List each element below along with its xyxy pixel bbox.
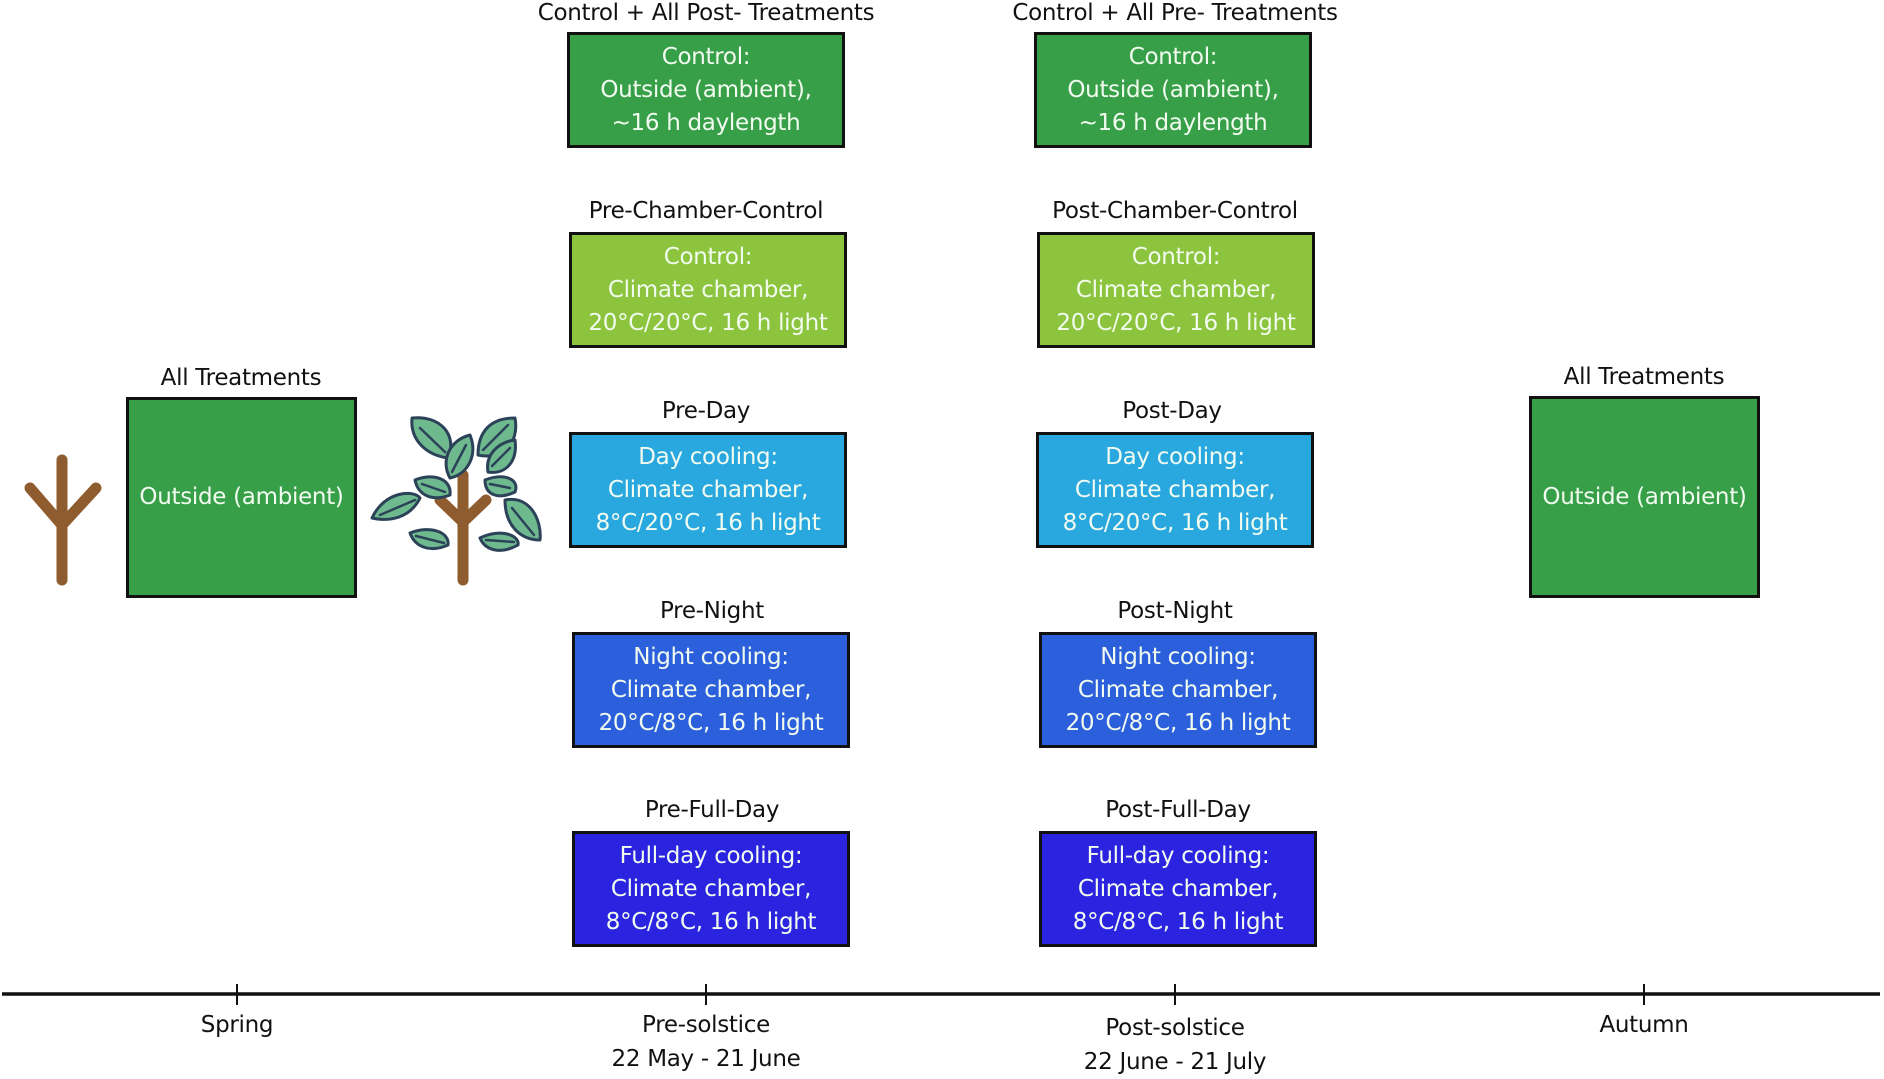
timeline-axis	[2, 984, 1880, 1005]
treatment-box-fullday: Full-day cooling: Climate chamber, 8°C/8°C…	[1039, 831, 1317, 947]
box-line: ~16 h daylength	[611, 109, 801, 136]
treatment-header: Control + All Post- Treatments	[537, 0, 875, 26]
box-line: 8°C/8°C, 16 h light	[605, 908, 817, 935]
box-line: Full-day cooling:	[619, 842, 803, 869]
treatment-box-day: Day cooling: Climate chamber, 8°C/20°C, 16…	[569, 432, 847, 548]
start-outside-box: Outside (ambient)	[126, 397, 357, 598]
timeline-dates: 22 June - 21 July	[1083, 1049, 1267, 1075]
box-line: Outside (ambient)	[139, 484, 344, 510]
box-line: Climate chamber,	[610, 875, 812, 902]
box-line: Control:	[661, 43, 751, 70]
box-line: Climate chamber,	[1077, 875, 1279, 902]
treatment-box-chamber: Control: Climate chamber, 20°C/20°C, 16 h …	[569, 232, 847, 348]
treatment-box-night: Night cooling: Climate chamber, 20°C/8°C, …	[1039, 632, 1317, 748]
timeline-label-post-solstice: Post-solstice 22 June - 21 July	[1083, 1011, 1267, 1079]
box-line: Day cooling:	[638, 443, 778, 470]
box-line: Climate chamber,	[1074, 476, 1276, 503]
box-line: Full-day cooling:	[1086, 842, 1270, 869]
treatment-box-fullday: Full-day cooling: Climate chamber, 8°C/8°C…	[572, 831, 850, 947]
timeline-period: Autumn	[1599, 1012, 1689, 1038]
treatment-box-chamber: Control: Climate chamber, 20°C/20°C, 16 h …	[1037, 232, 1315, 348]
box-line: Climate chamber,	[1077, 676, 1279, 703]
box-line: Outside (ambient),	[600, 76, 812, 103]
timeline-label-autumn: Autumn	[1599, 1008, 1688, 1042]
bare-branch-icon	[24, 454, 102, 586]
treatment-header: Control + All Pre- Treatments	[1012, 0, 1338, 26]
box-line: 20°C/20°C, 16 h light	[588, 309, 828, 336]
box-line: Outside (ambient)	[1542, 483, 1747, 510]
box-line: 8°C/8°C, 16 h light	[1072, 908, 1284, 935]
treatment-header: Post-Night	[1117, 598, 1233, 624]
box-line: Night cooling:	[1100, 643, 1256, 670]
timeline-period: Post-solstice	[1105, 1015, 1245, 1041]
box-line: Control:	[663, 243, 753, 270]
box-line: 20°C/8°C, 16 h light	[598, 709, 824, 736]
box-line: 20°C/8°C, 16 h light	[1065, 709, 1291, 736]
box-line: 8°C/20°C, 16 h light	[595, 509, 821, 536]
timeline-period: Spring	[200, 1012, 274, 1038]
box-line: Climate chamber,	[610, 676, 812, 703]
treatment-header: Pre-Day	[661, 398, 751, 424]
box-line: Climate chamber,	[1075, 276, 1277, 303]
timeline-period: Pre-solstice	[642, 1012, 770, 1038]
treatment-header: Post-Day	[1122, 398, 1222, 424]
treatment-box-outside: Control: Outside (ambient), ~16 h daylengt…	[567, 32, 845, 148]
timeline-label-pre-solstice: Pre-solstice 22 May - 21 June	[612, 1008, 801, 1076]
box-line: ~16 h daylength	[1078, 109, 1268, 136]
box-line: Control:	[1128, 43, 1218, 70]
box-line: Climate chamber,	[607, 276, 809, 303]
box-line: 8°C/20°C, 16 h light	[1062, 509, 1288, 536]
timeline-dates: 22 May - 21 June	[611, 1046, 801, 1072]
treatment-header: Post-Chamber-Control	[1052, 198, 1298, 224]
leafy-sapling-icon	[370, 416, 542, 586]
start-header: All Treatments	[160, 365, 322, 391]
treatment-header: Pre-Chamber-Control	[588, 198, 824, 224]
box-line: Day cooling:	[1105, 443, 1245, 470]
box-line: 20°C/20°C, 16 h light	[1056, 309, 1296, 336]
treatment-header: Pre-Full-Day	[644, 797, 780, 823]
timeline-label-spring: Spring	[200, 1008, 274, 1042]
box-line: Climate chamber,	[607, 476, 809, 503]
treatment-box-outside: Control: Outside (ambient), ~16 h daylengt…	[1034, 32, 1312, 148]
treatment-box-night: Night cooling: Climate chamber, 20°C/8°C, …	[572, 632, 850, 748]
box-line: Outside (ambient),	[1067, 76, 1279, 103]
end-header: All Treatments	[1563, 364, 1725, 390]
box-line: Night cooling:	[633, 643, 789, 670]
end-outside-box: Outside (ambient)	[1529, 396, 1760, 598]
box-line: Control:	[1131, 243, 1221, 270]
treatment-header: Pre-Night	[660, 598, 764, 624]
treatment-box-day: Day cooling: Climate chamber, 8°C/20°C, 16…	[1036, 432, 1314, 548]
treatment-header: Post-Full-Day	[1105, 797, 1251, 823]
